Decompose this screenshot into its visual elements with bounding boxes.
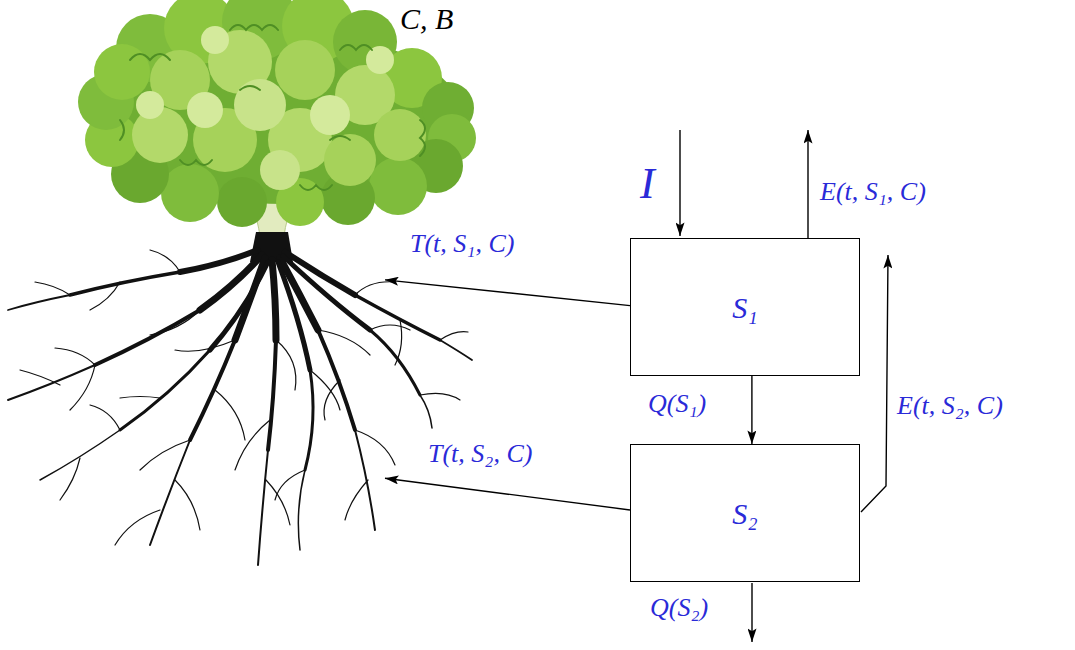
flux-label: Q(S₂) — [650, 594, 708, 623]
storage-label: S₂ — [732, 497, 757, 530]
transpiration-arrow — [385, 280, 630, 306]
plant-node: C, B — [0, 0, 385, 570]
flux-label: E(t, S₁, C) — [820, 178, 926, 207]
evaporation-arrow — [861, 255, 888, 512]
storage-label: S₁ — [732, 291, 757, 324]
flux-label: Q(S₁) — [648, 390, 706, 419]
input-label: I — [640, 160, 655, 208]
inflow-arrow — [679, 130, 680, 236]
storage-box: S₁ — [630, 238, 860, 376]
evaporation-arrow — [807, 130, 808, 238]
drainage-arrow — [751, 583, 752, 642]
flux-label: E(t, S₂, C) — [897, 392, 1003, 421]
transpiration-arrow — [385, 478, 630, 510]
lettuce-head — [78, 0, 476, 227]
flux-label: T(t, S₂, C) — [428, 440, 532, 469]
plant-state-label: C, B — [400, 2, 453, 35]
storage-box: S₂ — [630, 444, 860, 582]
percolation-arrow — [751, 376, 752, 444]
flux-label: T(t, S₁, C) — [410, 230, 514, 259]
